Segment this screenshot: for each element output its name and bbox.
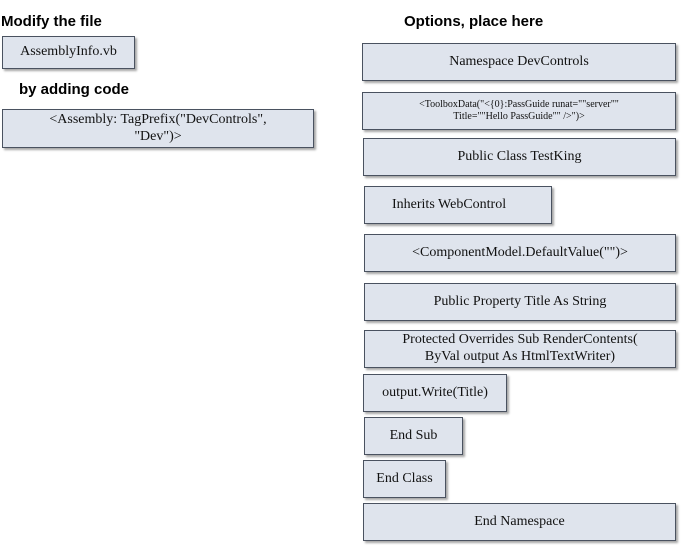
option-label: Public Property Title As String (433, 293, 607, 309)
adding-code-heading: by adding code (19, 81, 130, 98)
option-label: End Namespace (474, 513, 565, 529)
option-end-class[interactable]: End Class (363, 460, 446, 498)
option-label: End Class (376, 470, 433, 486)
option-public-property-title[interactable]: Public Property Title As String (364, 283, 676, 321)
option-label-line-2: Title=""Hello PassGuide"" />")> (453, 111, 585, 122)
options-heading: Options, place here (404, 13, 544, 30)
option-toolboxdata-attribute[interactable]: <ToolboxData("<{0}:PassGuide runat=""ser… (362, 92, 676, 130)
option-public-class-testking[interactable]: Public Class TestKing (363, 138, 676, 176)
modify-file-heading: Modify the file (1, 13, 102, 30)
option-label: Inherits WebControl (392, 196, 507, 212)
assembly-info-file-label: AssemblyInfo.vb (20, 44, 117, 60)
option-label-line-1: Protected Overrides Sub RenderContents( (402, 332, 638, 348)
option-end-namespace[interactable]: End Namespace (363, 503, 676, 541)
option-namespace-devcontrols[interactable]: Namespace DevControls (362, 43, 676, 81)
option-label: Public Class TestKing (457, 148, 582, 164)
option-label: <ComponentModel.DefaultValue("")> (412, 244, 628, 260)
tagprefix-code-box: <Assembly: TagPrefix("DevControls", "Dev… (2, 109, 314, 148)
option-label-line-2: ByVal output As HtmlTextWriter) (424, 349, 616, 364)
option-protected-overrides-rendercontents[interactable]: Protected Overrides Sub RenderContents( … (364, 330, 676, 368)
tagprefix-code-line-2: "Dev")> (134, 128, 182, 144)
option-inherits-webcontrol[interactable]: Inherits WebControl (364, 186, 552, 224)
option-label: Namespace DevControls (449, 53, 589, 69)
option-defaultvalue-attribute[interactable]: <ComponentModel.DefaultValue("")> (364, 234, 676, 272)
option-label: End Sub (389, 427, 438, 443)
option-output-write-title[interactable]: output.Write(Title) (363, 374, 507, 412)
assembly-info-file-box: AssemblyInfo.vb (2, 36, 135, 69)
option-end-sub[interactable]: End Sub (364, 417, 463, 455)
tagprefix-code-line-1: <Assembly: TagPrefix("DevControls", (49, 111, 267, 127)
option-label-line-1: <ToolboxData("<{0}:PassGuide runat=""ser… (419, 98, 619, 110)
option-label: output.Write(Title) (382, 384, 488, 400)
